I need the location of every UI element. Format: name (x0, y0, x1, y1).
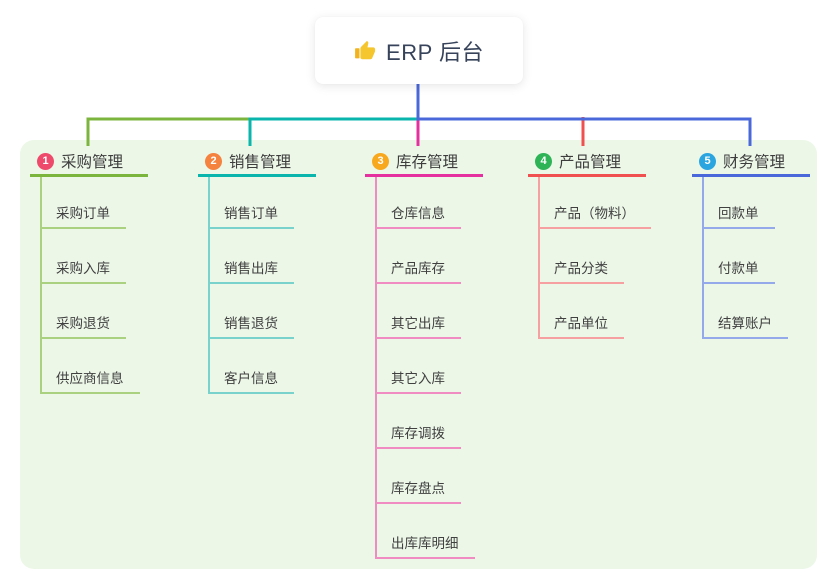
child-node[interactable]: 付款单 (702, 252, 775, 284)
branch-trunk-line (375, 177, 377, 559)
branch-label: 销售管理 (229, 154, 292, 171)
background-panel (20, 140, 817, 569)
branch-header-3[interactable]: 3 库存管理 (365, 148, 483, 177)
branch-trunk-line (702, 177, 704, 339)
branch-trunk-line (208, 177, 210, 394)
child-node[interactable]: 产品库存 (375, 252, 461, 284)
branch-header-5[interactable]: 5 财务管理 (692, 148, 810, 177)
thumbs-up-icon (354, 40, 376, 62)
branch-label: 采购管理 (61, 154, 124, 171)
root-title: ERP 后台 (386, 39, 484, 65)
child-node[interactable]: 供应商信息 (40, 362, 140, 394)
child-node[interactable]: 其它出库 (375, 307, 461, 339)
child-node[interactable]: 产品单位 (538, 307, 624, 339)
branch-number-badge: 5 (699, 152, 716, 170)
child-node[interactable]: 销售退货 (208, 307, 294, 339)
branch-number-badge: 2 (205, 152, 222, 170)
child-node[interactable]: 仓库信息 (375, 197, 461, 229)
branch-label: 财务管理 (723, 154, 786, 171)
child-node[interactable]: 采购退货 (40, 307, 126, 339)
child-node[interactable]: 销售出库 (208, 252, 294, 284)
child-node[interactable]: 销售订单 (208, 197, 294, 229)
child-node[interactable]: 其它入库 (375, 362, 461, 394)
child-node[interactable]: 采购订单 (40, 197, 126, 229)
branch-trunk-line (40, 177, 42, 394)
child-node[interactable]: 结算账户 (702, 307, 788, 339)
branch-number-badge: 4 (535, 152, 552, 170)
child-node[interactable]: 产品（物料） (538, 197, 651, 229)
branch-header-2[interactable]: 2 销售管理 (198, 148, 316, 177)
child-node[interactable]: 出库库明细 (375, 527, 475, 559)
branch-number-badge: 1 (37, 152, 54, 170)
branch-trunk-line (538, 177, 540, 339)
child-node[interactable]: 库存调拨 (375, 417, 461, 449)
child-node[interactable]: 客户信息 (208, 362, 294, 394)
branch-label: 产品管理 (559, 154, 622, 171)
branch-number-badge: 3 (372, 152, 389, 170)
child-node[interactable]: 库存盘点 (375, 472, 461, 504)
child-node[interactable]: 采购入库 (40, 252, 126, 284)
branch-label: 库存管理 (396, 154, 459, 171)
branch-header-4[interactable]: 4 产品管理 (528, 148, 646, 177)
child-node[interactable]: 产品分类 (538, 252, 624, 284)
child-node[interactable]: 回款单 (702, 197, 775, 229)
root-node[interactable]: ERP 后台 (315, 17, 523, 84)
branch-header-1[interactable]: 1 采购管理 (30, 148, 148, 177)
